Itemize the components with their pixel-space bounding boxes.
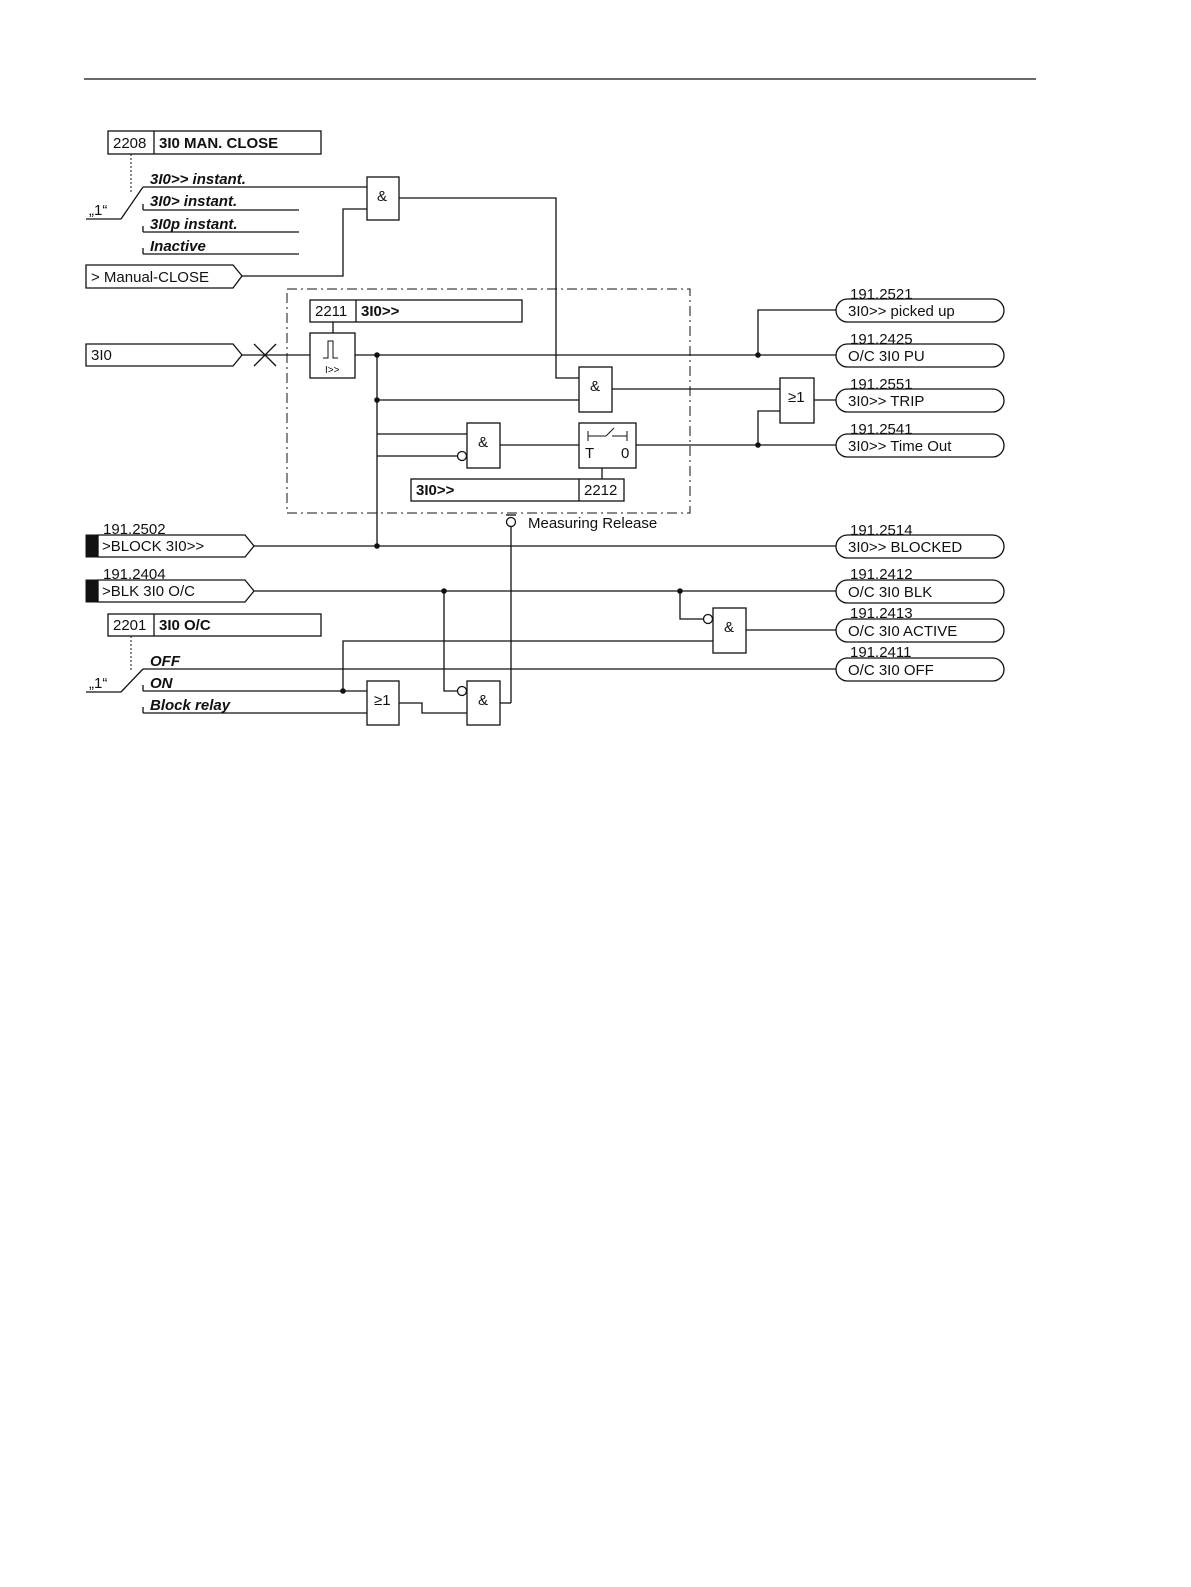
svg-text:I>>: I>> [325, 365, 340, 376]
threshold-block: I>> [309, 332, 356, 379]
svg-text:2212: 2212 [584, 482, 617, 499]
svg-text:191.2502: 191.2502 [103, 521, 166, 538]
svg-text:>BLOCK 3I0>>: >BLOCK 3I0>> [102, 538, 204, 555]
timer-block: T 0 [578, 422, 637, 469]
output-blocked: 191.2514 3I0>> BLOCKED [835, 522, 1005, 559]
option-3i0-instant: 3I0> instant. [150, 193, 237, 210]
svg-text:191.2411: 191.2411 [850, 644, 911, 661]
svg-text:>BLK 3I0 O/C: >BLK 3I0 O/C [102, 583, 195, 600]
svg-text:3I0>> picked up: 3I0>> picked up [848, 303, 955, 320]
input-3i0: 3I0 [85, 343, 243, 367]
svg-text:O/C 3I0 PU: O/C 3I0 PU [848, 348, 925, 365]
and-gate-instant-trip: & [578, 366, 613, 413]
setting-name: 3I0 MAN. CLOSE [159, 135, 278, 152]
svg-text:0: 0 [621, 445, 629, 462]
svg-text:&: & [590, 378, 600, 395]
output-oc-blk: 191.2412 O/C 3I0 BLK [835, 566, 1005, 604]
option-3i0p-instant: 3I0p instant. [150, 216, 238, 233]
setting-2201-box: 2201 3I0 O/C [107, 613, 322, 637]
output-oc-active: 191.2413 O/C 3I0 ACTIVE [835, 605, 1005, 643]
and-gate-active: & [712, 607, 747, 654]
switch-label: „1“ [89, 202, 107, 219]
svg-text:≥1: ≥1 [788, 389, 805, 406]
option-block-relay: Block relay [150, 697, 231, 714]
measuring-release-inverter-icon [505, 516, 517, 528]
or-gate-trip: ≥1 [779, 377, 815, 424]
input-manual-close: > Manual-CLOSE [85, 264, 243, 289]
output-picked-up: 191.2521 3I0>> picked up [835, 286, 1005, 323]
svg-text:191.2412: 191.2412 [850, 566, 913, 583]
option-on: ON [150, 675, 174, 692]
output-trip: 191.2551 3I0>> TRIP [835, 376, 1005, 413]
svg-text:3I0>> BLOCKED: 3I0>> BLOCKED [848, 539, 962, 556]
and-gate-manual: & [366, 176, 400, 221]
svg-text:191.2404: 191.2404 [103, 566, 166, 583]
setting-2212-box: 3I0>> 2212 [410, 478, 625, 502]
svg-text:3I0 O/C: 3I0 O/C [159, 617, 211, 634]
and-gate-delay: & [466, 422, 501, 469]
svg-text:> Manual-CLOSE: > Manual-CLOSE [91, 269, 209, 286]
svg-text:2201: 2201 [113, 617, 146, 634]
input-block-3i0: 191.2502 >BLOCK 3I0>> [85, 521, 255, 558]
svg-text:O/C 3I0 BLK: O/C 3I0 BLK [848, 584, 932, 601]
svg-text:3I0>> Time Out: 3I0>> Time Out [848, 438, 952, 455]
setting-address: 2208 [113, 135, 146, 152]
input-blk-oc: 191.2404 >BLK 3I0 O/C [85, 566, 255, 603]
svg-text:191.2413: 191.2413 [850, 605, 913, 622]
or-gate-mode: ≥1 [366, 680, 400, 726]
svg-text:&: & [478, 434, 488, 451]
option-off: OFF [150, 653, 181, 670]
setting-2208-box: 2208 3I0 MAN. CLOSE [107, 130, 322, 155]
option-inactive: Inactive [150, 238, 206, 255]
output-time-out: 191.2541 3I0>> Time Out [835, 421, 1005, 458]
man-close-switch: „1“ 3I0>> instant. 3I0> instant. 3I0p in… [86, 171, 367, 255]
and-gate-release: & [466, 680, 501, 726]
measuring-release-label: Measuring Release [528, 515, 657, 532]
inverter-icon [456, 450, 468, 462]
svg-text:O/C 3I0 ACTIVE: O/C 3I0 ACTIVE [848, 623, 957, 640]
threshold-step-icon [323, 340, 338, 359]
svg-text:O/C 3I0 OFF: O/C 3I0 OFF [848, 662, 934, 679]
svg-text:≥1: ≥1 [374, 692, 391, 709]
svg-text:T: T [585, 445, 594, 462]
oc-mode-switch: „1“ OFF ON Block relay [86, 653, 836, 714]
setting-2211-box: 2211 3I0>> [309, 299, 523, 323]
svg-text:3I0>>: 3I0>> [361, 303, 400, 320]
svg-text:3I0>>: 3I0>> [416, 482, 455, 499]
measurement-cross-icon [253, 343, 277, 367]
svg-text:2211: 2211 [315, 303, 347, 320]
svg-text:„1“: „1“ [89, 675, 107, 692]
measuring-block-frame [286, 288, 691, 514]
output-oc-pu: 191.2425 O/C 3I0 PU [835, 331, 1005, 368]
wire-and-a-out [399, 197, 579, 379]
option-3i0-high-instant: 3I0>> instant. [150, 171, 246, 188]
svg-text:&: & [724, 619, 734, 636]
svg-text:3I0>> TRIP: 3I0>> TRIP [848, 393, 924, 410]
wire-manual-close [242, 208, 367, 277]
svg-text:&: & [377, 188, 387, 205]
output-oc-off: 191.2411 O/C 3I0 OFF [835, 644, 1005, 682]
svg-text:3I0: 3I0 [91, 347, 112, 364]
svg-text:&: & [478, 692, 488, 709]
